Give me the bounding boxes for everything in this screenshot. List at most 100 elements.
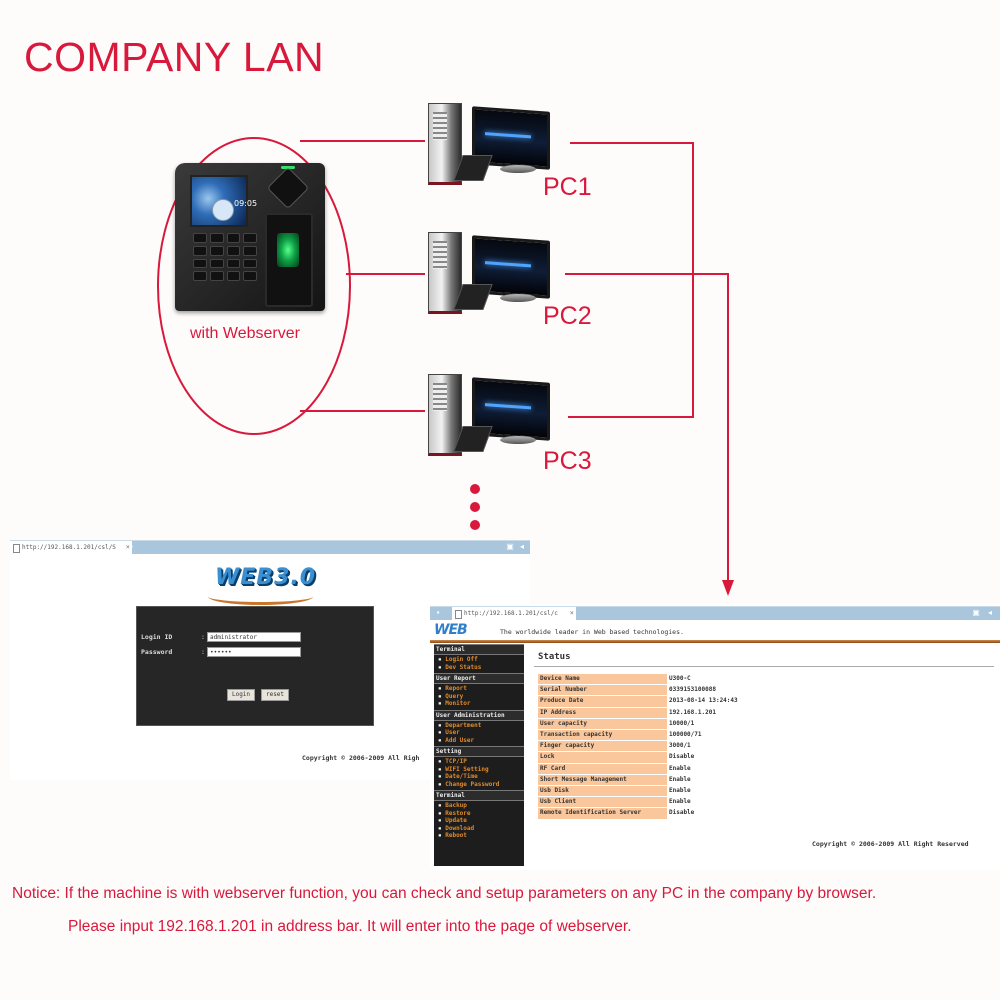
row-value: Enable [669,787,691,795]
pc-label: PC2 [543,302,592,330]
page-icon [455,610,462,619]
screen-time: 09:05 [234,199,258,208]
login-id-input[interactable]: administrator [207,632,301,642]
sidebar-item-query[interactable]: Query [434,693,524,701]
login-form: Login ID : administrator Password : ••••… [136,606,374,726]
ellipsis-dot [470,520,480,530]
tagline: The worldwide leader in Web based techno… [500,628,684,636]
colon: : [201,633,205,641]
row-value: 192.168.1.201 [669,708,716,716]
sidebar-item-report[interactable]: Report [434,685,524,693]
row-value: Disable [669,753,695,761]
sidebar-menu: Terminal Login Off Dev Status User Repor… [434,644,524,866]
sidebar-item-wifi-setting[interactable]: WIFI Setting [434,766,524,774]
tab-list-icon[interactable]: ▣ [972,608,980,617]
pc-label: PC3 [543,447,592,475]
copyright-text: Copyright © 2006-2009 All Righ [302,754,420,762]
back-icon[interactable]: ◂ [519,542,524,551]
link-pc1-bus [568,142,694,418]
row-key: Usb Client [538,796,667,809]
sidebar-item-tcp-ip[interactable]: TCP/IP [434,758,524,766]
browser-tab[interactable]: http://192.168.1.201/csl/c × [452,607,576,620]
colon: : [201,648,205,656]
row-value: Enable [669,798,691,806]
row-value: 10000/1 [669,719,695,727]
sidebar-item-add-user[interactable]: Add User [434,737,524,745]
web3-logo: WEB3.0 [215,565,317,590]
sidebar-item-download[interactable]: Download [434,825,524,833]
row-value: 2013-08-14 13:24:43 [669,697,738,705]
row-value: Enable [669,775,691,783]
sidebar-item-reboot[interactable]: Reboot [434,832,524,840]
sidebar-item-dev-status[interactable]: Dev Status [434,664,524,672]
sidebar-item-date-time[interactable]: Date/Time [434,773,524,781]
row-value: Enable [669,764,691,772]
row-key: RF Card [538,763,667,775]
tab-list-icon[interactable]: ▣ [506,542,514,551]
fingerprint-icon [277,233,299,267]
row-key: Device Name [538,674,667,686]
back-icon[interactable]: ◂ [987,608,992,617]
row-key: Finger capacity [538,740,667,753]
computer-tower-icon [428,103,462,185]
fingerprint-sensor [265,213,313,307]
row-value: Disable [669,809,695,817]
row-key: Usb Disk [538,785,667,798]
row-key: User capacity [538,718,667,731]
ellipsis-dot [470,484,480,494]
login-id-label: Login ID [141,633,173,641]
sidebar-item-update[interactable]: Update [434,817,524,825]
ellipsis-dot [470,502,480,512]
sidebar-heading: Terminal [434,644,524,655]
password-input[interactable]: •••••• [207,647,301,657]
close-tab-icon[interactable]: × [569,609,574,617]
sidebar-toggle-icon[interactable]: ▪ [436,608,440,617]
new-tab-icon[interactable]: ◦ [572,608,576,617]
row-value: U300-C [669,675,691,683]
row-key: Remote Identification Server [538,807,667,820]
browser-tab[interactable]: http://192.168.1.201/csl/S × [10,541,132,554]
sidebar-item-restore[interactable]: Restore [434,810,524,818]
sidebar-item-change-password[interactable]: Change Password [434,781,524,789]
status-heading: Status [538,652,571,662]
row-key: IP Address [538,707,667,719]
sidebar-item-user[interactable]: User [434,729,524,737]
status-browser-window: ▪ http://192.168.1.201/csl/c × ◦ ▣ ◂ WEB… [430,604,1000,870]
sidebar-heading: Terminal [434,790,524,801]
pc-2 [428,232,553,314]
reset-button[interactable]: reset [261,689,289,701]
row-key: Lock [538,751,667,764]
sidebar-item-backup[interactable]: Backup [434,802,524,810]
close-tab-icon[interactable]: × [125,543,130,551]
sidebar-item-monitor[interactable]: Monitor [434,700,524,708]
row-key: Short Message Management [538,774,667,787]
pc-1 [428,103,553,185]
tab-url: http://192.168.1.201/csl/S [22,544,116,551]
copyright-text: Copyright © 2006-2009 All Right Reserved [812,840,969,848]
sidebar-item-department[interactable]: Department [434,722,524,730]
sidebar-item-login-off[interactable]: Login Off [434,656,524,664]
device-screen: 09:05 [190,175,257,227]
clock-icon [212,199,234,221]
tab-url: http://192.168.1.201/csl/c [464,610,558,617]
sidebar-heading: User Administration [434,709,524,721]
sidebar-heading: User Report [434,673,524,684]
notice-line-2: Please input 192.168.1.201 in address ba… [68,918,632,935]
new-tab-icon[interactable]: ◦ [130,542,134,551]
sidebar-heading: Setting [434,746,524,757]
row-value: 0339153100088 [669,686,716,694]
arrow-head [722,580,734,596]
login-button[interactable]: Login [227,689,255,701]
row-value: 3000/1 [669,742,691,750]
